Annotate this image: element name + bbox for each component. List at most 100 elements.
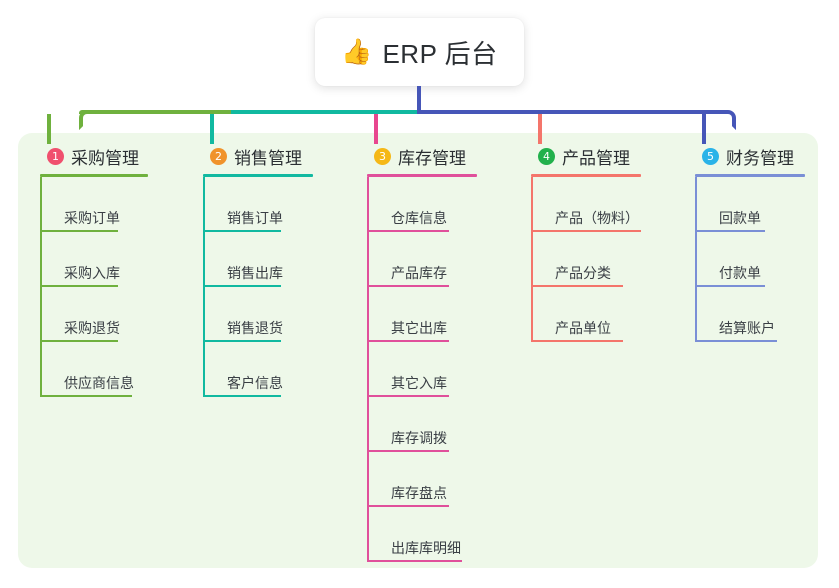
leaf-node[interactable]: 产品分类: [531, 232, 681, 287]
leaf-node[interactable]: 库存调拨: [367, 397, 517, 452]
leaf-node[interactable]: 产品（物料）: [531, 177, 681, 232]
leaf-node[interactable]: 出库库明细: [367, 507, 517, 562]
leaf-label: 采购退货: [64, 320, 120, 336]
branch-number-badge: 3: [374, 147, 391, 165]
leaf-label: 产品（物料）: [555, 210, 639, 226]
leaf-underline: [367, 285, 449, 287]
leaf-label: 出库库明细: [391, 540, 461, 556]
branch-title: 销售管理: [234, 148, 302, 168]
leaf-node[interactable]: 产品单位: [531, 287, 681, 342]
branch-underline: [203, 174, 313, 177]
leaf-underline: [367, 340, 449, 342]
leaf-label: 结算账户: [719, 320, 775, 336]
branch-underline: [40, 174, 148, 177]
branch-3[interactable]: 3 库存管理仓库信息产品库存其它出库其它入库库存调拨库存盘点出库库明细: [367, 144, 517, 562]
branch-number-badge: 1: [47, 147, 64, 165]
leaf-label: 其它入库: [391, 375, 447, 391]
branch-items-2: 销售订单销售出库销售退货客户信息: [203, 177, 353, 397]
branch-drop-connector-3: [374, 114, 378, 144]
branch-drop-connector-1: [47, 114, 51, 144]
leaf-underline: [367, 230, 449, 232]
leaf-node[interactable]: 付款单: [695, 232, 835, 287]
branch-spine: [40, 177, 42, 397]
leaf-underline: [203, 395, 281, 397]
leaf-node[interactable]: 其它入库: [367, 342, 517, 397]
root-node-label: ERP 后台: [382, 38, 498, 69]
branch-spine: [203, 177, 205, 397]
leaf-label: 库存盘点: [391, 485, 447, 501]
thumbs-up-icon: 👍: [341, 37, 373, 66]
leaf-label: 销售出库: [227, 265, 283, 281]
leaf-node[interactable]: 采购订单: [40, 177, 190, 232]
diagram-panel: [18, 133, 818, 568]
leaf-underline: [367, 395, 449, 397]
branch-title: 财务管理: [726, 148, 794, 168]
leaf-underline: [203, 340, 281, 342]
leaf-node[interactable]: 供应商信息: [40, 342, 190, 397]
branch-header-3[interactable]: 3 库存管理: [367, 144, 517, 168]
leaf-node[interactable]: 销售退货: [203, 287, 353, 342]
branch-drop-connector-2: [210, 114, 214, 144]
branch-items-3: 仓库信息产品库存其它出库其它入库库存调拨库存盘点出库库明细: [367, 177, 517, 562]
leaf-underline: [695, 340, 777, 342]
leaf-node[interactable]: 其它出库: [367, 287, 517, 342]
leaf-label: 产品库存: [391, 265, 447, 281]
leaf-label: 客户信息: [227, 375, 283, 391]
branch-items-4: 产品（物料） 产品分类产品单位: [531, 177, 681, 342]
leaf-label: 采购入库: [64, 265, 120, 281]
bus-segment-right: [417, 110, 728, 114]
leaf-label: 产品单位: [555, 320, 611, 336]
leaf-node[interactable]: 采购退货: [40, 287, 190, 342]
leaf-underline: [531, 285, 623, 287]
leaf-node[interactable]: 销售出库: [203, 232, 353, 287]
branch-title: 库存管理: [398, 148, 466, 168]
leaf-node[interactable]: 产品库存: [367, 232, 517, 287]
leaf-label: 采购订单: [64, 210, 120, 226]
branch-underline: [695, 174, 805, 177]
leaf-label: 回款单: [719, 210, 761, 226]
leaf-underline: [367, 505, 449, 507]
leaf-underline: [40, 285, 118, 287]
bus-segment-middle: [231, 110, 419, 114]
leaf-underline: [40, 395, 132, 397]
branch-5[interactable]: 5 财务管理回款单付款单结算账户: [695, 144, 835, 342]
bus-corner-right: [716, 110, 736, 130]
branch-items-1: 采购订单采购入库采购退货供应商信息: [40, 177, 190, 397]
leaf-label: 付款单: [719, 265, 761, 281]
leaf-node[interactable]: 结算账户: [695, 287, 835, 342]
leaf-label: 销售退货: [227, 320, 283, 336]
branch-drop-connector-5: [702, 114, 706, 144]
branch-drop-connector-4: [538, 114, 542, 144]
leaf-node[interactable]: 库存盘点: [367, 452, 517, 507]
leaf-underline: [40, 230, 118, 232]
leaf-underline: [367, 450, 449, 452]
root-stem-connector: [417, 86, 421, 112]
leaf-underline: [203, 285, 281, 287]
leaf-node[interactable]: 采购入库: [40, 232, 190, 287]
branch-spine: [695, 177, 697, 342]
leaf-label: 供应商信息: [64, 375, 134, 391]
leaf-node[interactable]: 仓库信息: [367, 177, 517, 232]
root-node-erp-backend[interactable]: 👍 ERP 后台: [315, 18, 524, 86]
leaf-label: 产品分类: [555, 265, 611, 281]
leaf-node[interactable]: 销售订单: [203, 177, 353, 232]
leaf-underline: [203, 230, 281, 232]
branch-underline: [531, 174, 641, 177]
branch-items-5: 回款单付款单结算账户: [695, 177, 835, 342]
branch-number-badge: 5: [702, 147, 719, 165]
leaf-label: 其它出库: [391, 320, 447, 336]
leaf-label: 销售订单: [227, 210, 283, 226]
leaf-label: 仓库信息: [391, 210, 447, 226]
leaf-underline: [367, 560, 462, 562]
branch-header-5[interactable]: 5 财务管理: [695, 144, 835, 168]
branch-underline: [367, 174, 477, 177]
branch-spine: [367, 177, 369, 562]
leaf-node[interactable]: 回款单: [695, 177, 835, 232]
leaf-node[interactable]: 客户信息: [203, 342, 353, 397]
